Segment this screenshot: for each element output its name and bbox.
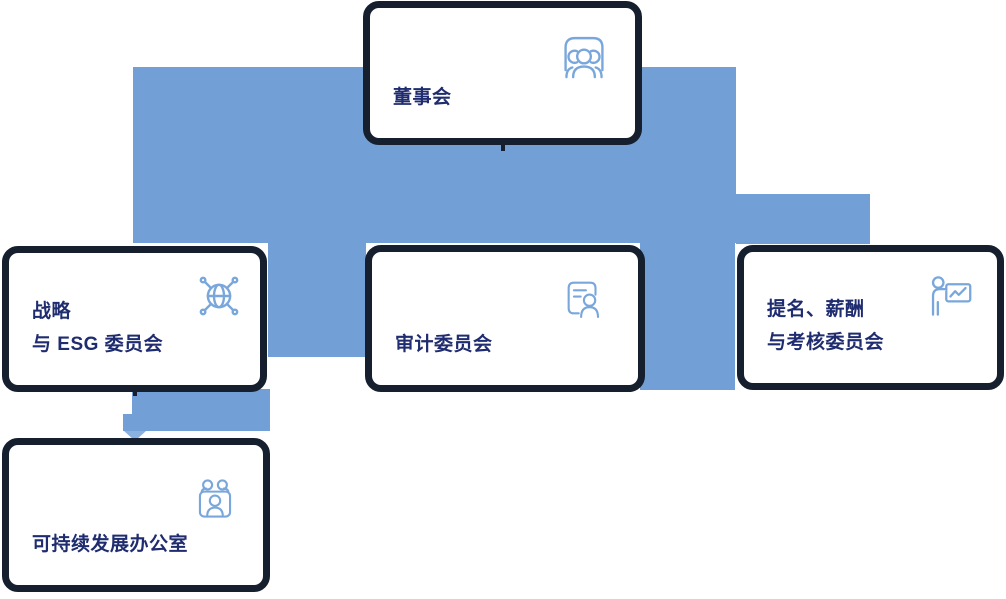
globe-network-icon [193,270,245,322]
card-label: 审计委员会 [395,328,493,361]
audit-person-icon [561,275,607,321]
card-label-line: 与考核委员会 [767,332,885,353]
card-label: 战略 与 ESG 委员会 [32,295,163,361]
card-label-line: 战略 [32,301,72,322]
meeting-icon [558,30,610,82]
card-label-line: 可持续发展办公室 [32,534,189,555]
card-label-line: 与 ESG 委员会 [32,334,164,355]
org-card-sustainability-office: 可持续发展办公室 [2,438,270,592]
org-card-audit: 审计委员会 [365,245,645,392]
card-label-line: 审计委员会 [395,334,493,355]
org-card-nomination-remuneration: 提名、薪酬 与考核委员会 [737,245,1004,390]
card-label: 提名、薪酬 与考核委员会 [767,293,884,359]
connector-right-arm [736,194,870,244]
org-card-board: 董事会 [363,1,642,145]
connector-sub-band [132,389,270,416]
presenter-chart-icon [927,273,977,323]
card-label: 董事会 [393,81,452,114]
connector-gap-left [268,240,366,357]
card-label-line: 提名、薪酬 [767,299,865,320]
org-card-strategy-esg: 战略 与 ESG 委员会 [2,246,267,392]
card-label: 可持续发展办公室 [32,528,188,561]
connector-stub-strategy [133,389,137,396]
card-label-line: 董事会 [393,87,452,108]
connector-sub-band-lower [123,414,270,431]
team-icon [192,476,238,522]
connector-stub-board [501,140,505,151]
arrow-down-icon [124,431,146,441]
connector-gap-right [640,240,735,390]
